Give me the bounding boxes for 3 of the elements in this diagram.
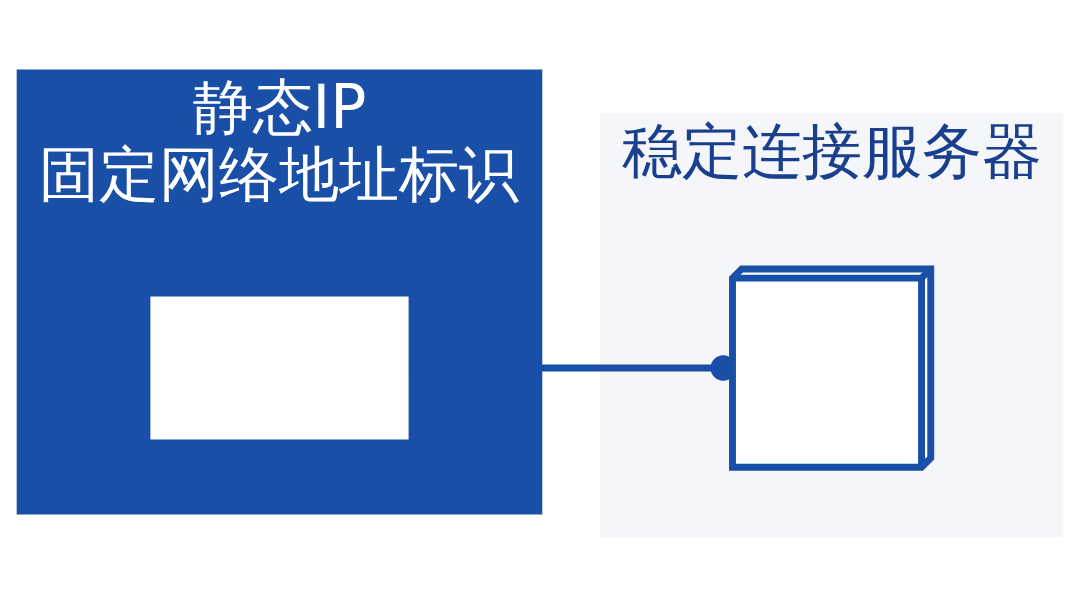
cluster: 静态IP 固定网络地址标识	[16, 69, 543, 515]
cluster: 稳定连接服务器	[599, 113, 1064, 538]
connector	[408, 355, 736, 381]
